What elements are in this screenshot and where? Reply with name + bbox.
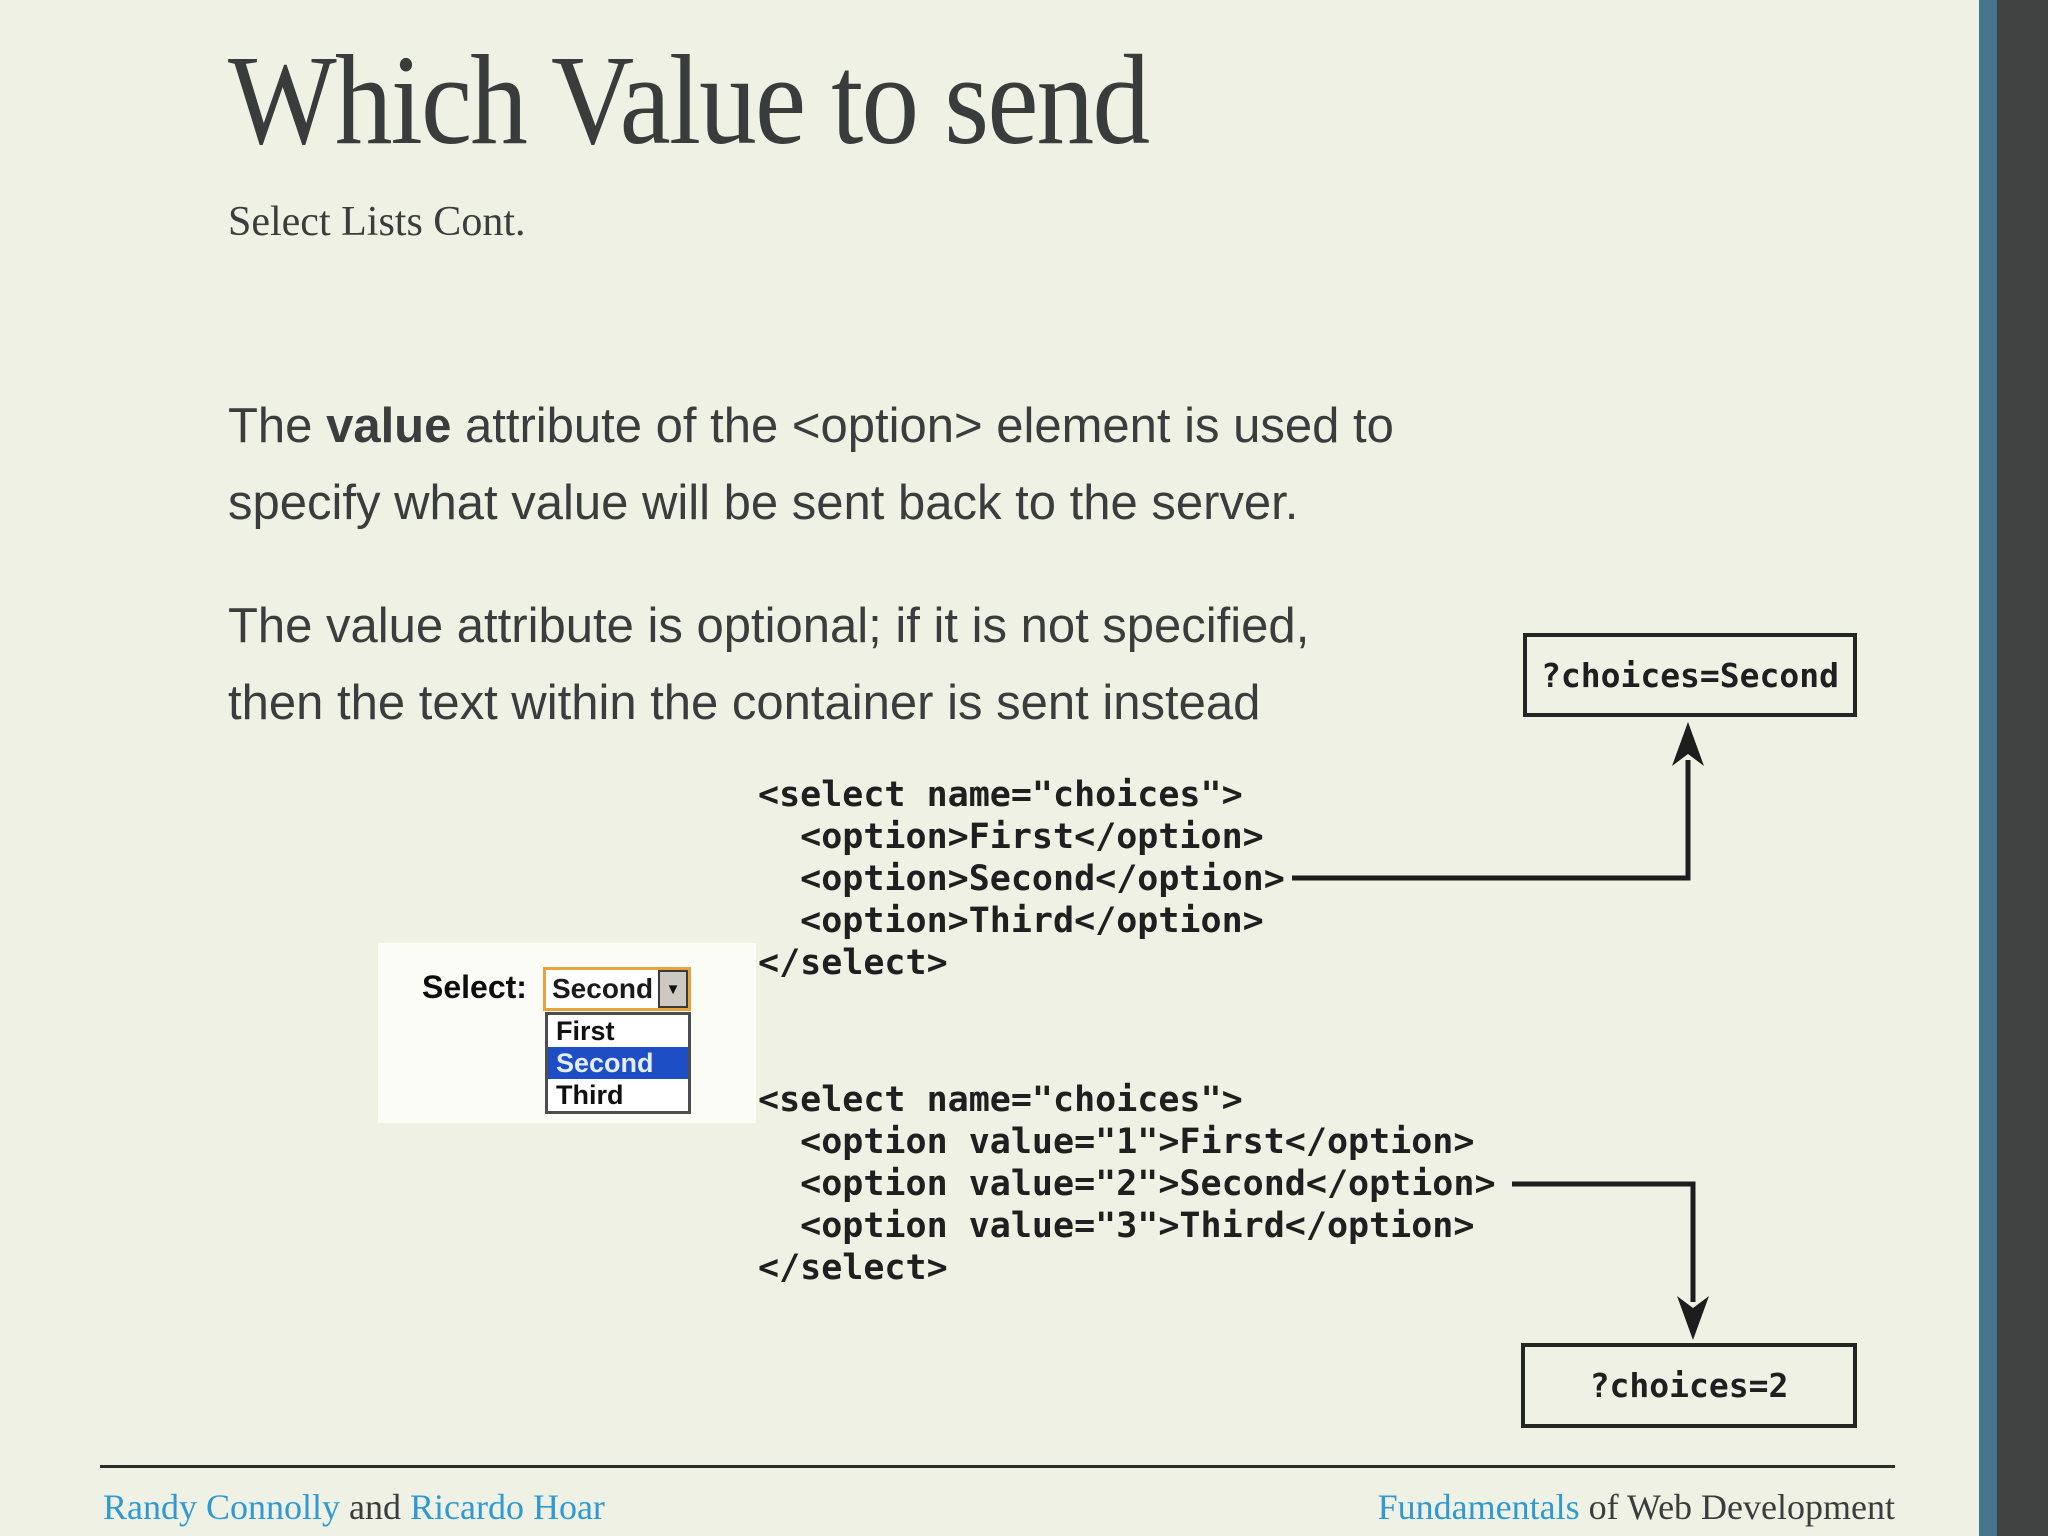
select-control: Second ▼ <box>543 967 691 1011</box>
author-link-ricardo-hoar[interactable]: Ricardo Hoar <box>410 1487 605 1527</box>
arrowhead-down-icon <box>1677 1296 1709 1340</box>
code1-line: <option>Second</option> <box>758 859 1285 899</box>
code-sample-no-value: <select name="choices"> <option>First</o… <box>758 774 1285 984</box>
query-string-box-2: ?choices=2 <box>1521 1343 1857 1428</box>
code1-line: <select name="choices"> <box>758 775 1243 815</box>
code1-line: </select> <box>758 943 948 983</box>
code2-line: <select name="choices"> <box>758 1080 1243 1120</box>
select-open-list: First Second Third <box>545 1012 691 1114</box>
footer-book-title: Fundamentals of Web Development <box>1378 1486 1895 1528</box>
footer-divider <box>100 1465 1895 1468</box>
paragraph1-line1: The value attribute of the <option> elem… <box>228 399 1394 453</box>
select-option-third: Third <box>556 1080 624 1110</box>
select-option-first: First <box>556 1016 615 1046</box>
book-title-rest: of Web Development <box>1579 1487 1895 1527</box>
select-dropdown-button: ▼ <box>658 970 688 1008</box>
chevron-down-icon: ▼ <box>665 980 681 998</box>
arrowhead-up-icon <box>1672 722 1704 766</box>
paragraph-optional-attribute: The value attribute is optional; if it i… <box>228 588 1309 742</box>
paragraph2-line1: The value attribute is optional; if it i… <box>228 599 1310 653</box>
code1-line: <option>Third</option> <box>758 901 1264 941</box>
code2-line: <option value="2">Second</option> <box>758 1164 1496 1204</box>
code1-line: <option>First</option> <box>758 817 1264 857</box>
code-sample-with-value: <select name="choices"> <option value="1… <box>758 1079 1496 1289</box>
paragraph1-line2: specify what value will be sent back to … <box>228 476 1299 530</box>
book-title-link-fundamentals[interactable]: Fundamentals <box>1377 1487 1580 1527</box>
sidebar-accent-stripe <box>1979 0 1997 1536</box>
bold-value-word: value <box>326 399 452 453</box>
page-subtitle: Select Lists Cont. <box>228 199 526 245</box>
arrow-to-choices-second <box>1292 760 1691 881</box>
select-label: Select: <box>422 969 527 1005</box>
select-option-second-highlighted: Second <box>548 1047 688 1079</box>
sidebar-dark-panel <box>1997 0 2048 1536</box>
paragraph-value-attribute: The value attribute of the <option> elem… <box>228 388 1394 542</box>
select-selected-value: Second <box>552 973 654 1004</box>
footer-authors: Randy Connolly and Ricardo Hoar <box>103 1486 605 1528</box>
query-string-box-second: ?choices=Second <box>1523 633 1857 717</box>
code2-line: <option value="1">First</option> <box>758 1122 1475 1162</box>
code2-line: </select> <box>758 1248 948 1288</box>
code2-line: <option value="3">Third</option> <box>758 1206 1475 1246</box>
arrow-to-choices-2 <box>1512 1181 1696 1302</box>
page-title: Which Value to send <box>228 29 1150 171</box>
footer-conjunction: and <box>340 1487 410 1527</box>
author-link-randy-connolly[interactable]: Randy Connolly <box>103 1487 341 1527</box>
paragraph2-line2: then the text within the container is se… <box>228 676 1261 730</box>
select-widget-screenshot: Select: Second ▼ First Second Third <box>378 943 756 1123</box>
